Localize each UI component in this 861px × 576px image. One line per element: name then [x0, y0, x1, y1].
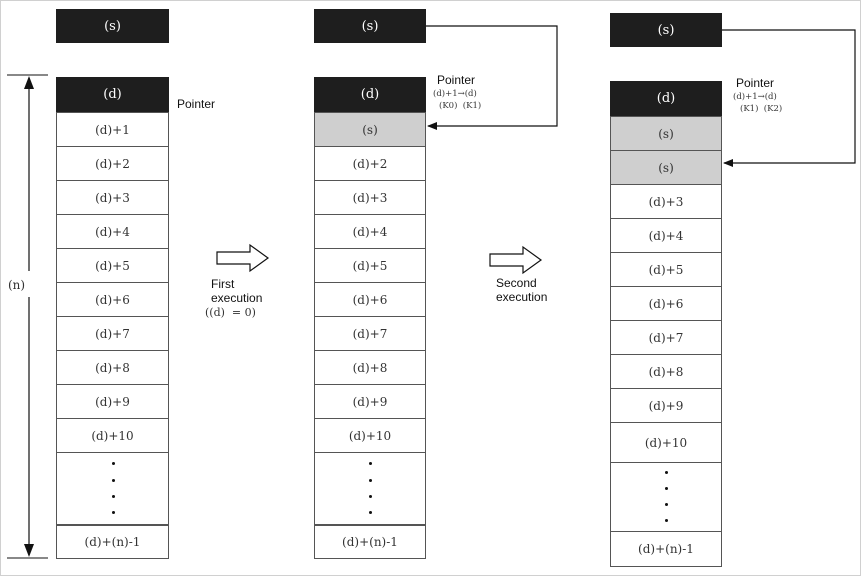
second-execution-label-line1: Second [496, 276, 537, 290]
first-execution-label-line2: execution [211, 291, 263, 305]
source-box: (s) [314, 9, 426, 43]
ellipsis-dot [369, 479, 372, 482]
buffer-cell: (d)+2 [314, 146, 426, 181]
buffer-cell: (d)+4 [56, 214, 169, 249]
ellipsis-dot [112, 479, 115, 482]
buffer-cell: (d)+7 [314, 316, 426, 351]
buffer-cell: (d)+9 [56, 384, 169, 419]
buffer-cell: (d)+5 [314, 248, 426, 283]
ellipsis-dot [369, 462, 372, 465]
pointer-label: Pointer [437, 73, 476, 87]
buffer-cell: (d)+3 [56, 180, 169, 215]
buffer-cell: (d)+7 [56, 316, 169, 351]
ellipsis-cell [56, 452, 169, 525]
ellipsis-dot [665, 487, 668, 490]
pointer-cell: (d) [56, 77, 169, 112]
n-dimension-line [7, 74, 48, 559]
buffer-cell: (d)+10 [610, 422, 722, 463]
buffer-cell: (d)+(n)-1 [56, 525, 169, 559]
ellipsis-dot [369, 495, 372, 498]
buffer-cell: (d)+7 [610, 320, 722, 355]
second-execution-arrow [489, 245, 543, 275]
pointer-values: (K0) (K1) [439, 101, 482, 111]
source-box: (s) [56, 9, 169, 43]
pointer-cell: (d) [610, 81, 722, 116]
ellipsis-dot [112, 511, 115, 514]
buffer-cell: (d)+(n)-1 [610, 531, 722, 567]
buffer-cell: (d)+3 [314, 180, 426, 215]
store-arrow-2 [722, 29, 856, 167]
ellipsis-dot [665, 503, 668, 506]
first-execution-arrow [216, 243, 270, 273]
pointer-values: (K1) (K2) [740, 104, 783, 114]
ellipsis-dot [112, 495, 115, 498]
n-label: (n) [8, 278, 26, 292]
pointer-formula: (d)+1→(d) [733, 92, 777, 102]
ellipsis-dot [665, 519, 668, 522]
buffer-cell: (d)+8 [56, 350, 169, 385]
buffer-cell: (d)+6 [56, 282, 169, 317]
buffer-cell: (d)+9 [314, 384, 426, 419]
ellipsis-cell [314, 452, 426, 525]
first-execution-label-line1: First [211, 277, 235, 291]
stored-source-cell: (s) [610, 150, 722, 185]
buffer-cell: (d)+4 [610, 218, 722, 253]
ellipsis-dot [665, 471, 668, 474]
first-execution-condition: ((d) = 0) [205, 306, 256, 319]
pointer-label: Pointer [177, 97, 216, 111]
source-box: (s) [610, 13, 722, 47]
ellipsis-dot [369, 511, 372, 514]
buffer-cell: (d)+6 [314, 282, 426, 317]
pointer-label: Pointer [736, 76, 775, 90]
store-arrow-1 [426, 25, 558, 130]
second-execution-label-line2: execution [496, 290, 548, 304]
pointer-formula: (d)+1→(d) [433, 89, 477, 99]
buffer-cell: (d)+9 [610, 388, 722, 423]
buffer-cell: (d)+(n)-1 [314, 525, 426, 559]
buffer-cell: (d)+1 [56, 112, 169, 147]
pointer-cell: (d) [314, 77, 426, 112]
buffer-cell: (d)+4 [314, 214, 426, 249]
ellipsis-dot [112, 462, 115, 465]
